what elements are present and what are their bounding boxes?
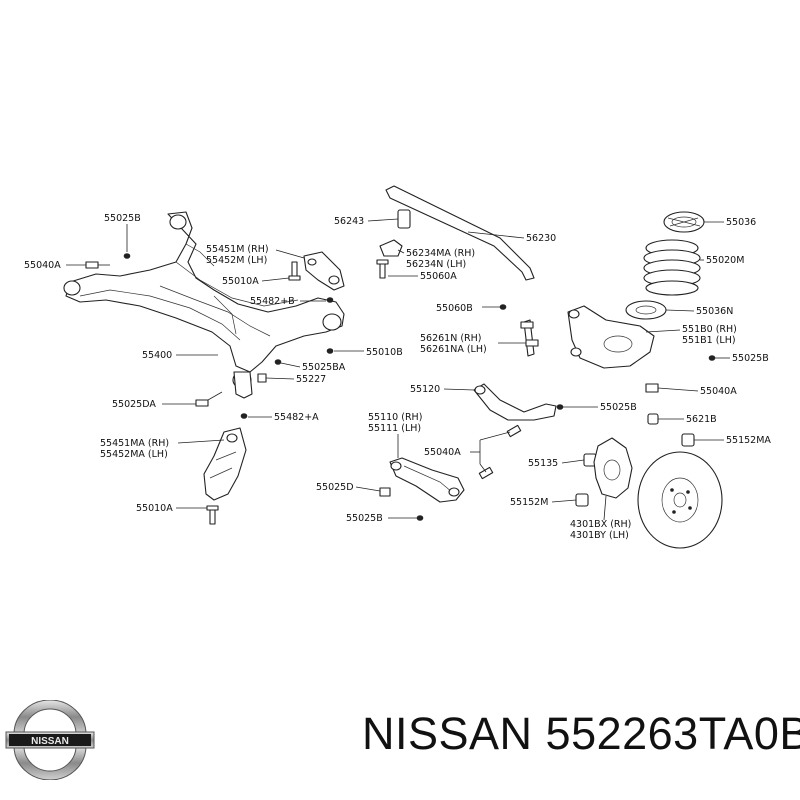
labels: 55025B 55040A 55451M (RH) 55452M (LH) 55… [24, 213, 771, 541]
part-label: 55025BA [302, 362, 346, 373]
part-label: 55135 [528, 458, 558, 469]
lower-spring-arm-551B0 [567, 305, 716, 369]
part-label: 55400 [142, 350, 172, 361]
part-label: 56261N (RH) [420, 333, 482, 344]
part-label: 56261NA (LH) [420, 344, 487, 355]
bracket-55451M [303, 251, 345, 291]
part-label: 55152MA [726, 435, 771, 446]
logo-text: NISSAN [31, 736, 69, 747]
upper-arm-55120 [473, 383, 564, 421]
part-label: 55120 [410, 384, 440, 395]
brake-rotor [637, 451, 723, 549]
part-label: 55152M [510, 497, 548, 508]
lower-arm-55110 [379, 424, 522, 521]
lower-link-55451MA [203, 427, 247, 501]
part-label: 55110 (RH) [368, 412, 422, 423]
knuckle-4301BX [593, 437, 633, 499]
part-label: 55020M [706, 255, 744, 266]
part-label: 55040A [24, 260, 61, 271]
right-bushings [575, 383, 695, 507]
part-label: 551B1 (LH) [682, 335, 736, 346]
part-label: 55040A [700, 386, 737, 397]
part-label: 4301BY (LH) [570, 530, 629, 541]
part-label: 56234N (LH) [406, 259, 466, 270]
part-label: 56243 [334, 216, 364, 227]
part-label: 55025B [732, 353, 769, 364]
stabilizer-bar [376, 185, 539, 357]
spring-assembly [625, 211, 705, 320]
part-label: 55010A [136, 503, 173, 514]
part-label: 55036N [696, 306, 733, 317]
left-fasteners [85, 253, 334, 525]
part-label: 55025B [346, 513, 383, 524]
part-label: 55451MA (RH) [100, 438, 169, 449]
part-label: 55036 [726, 217, 756, 228]
part-label: 55060B [436, 303, 473, 314]
part-label: 55451M (RH) [206, 244, 269, 255]
part-label: 55010B [366, 347, 403, 358]
part-label: 56230 [526, 233, 556, 244]
part-label: 55482+B [250, 296, 295, 307]
part-label: 55452M (LH) [206, 255, 267, 266]
part-label: 55060A [420, 271, 457, 282]
part-label: 4301BX (RH) [570, 519, 631, 530]
part-label: 55025B [600, 402, 637, 413]
part-label: 56234MA (RH) [406, 248, 475, 259]
part-label: 5621B [686, 414, 717, 425]
part-label: 55010A [222, 276, 259, 287]
part-label: 55025D [316, 482, 354, 493]
part-label: 55482+A [274, 412, 319, 423]
part-label: 55025B [104, 213, 141, 224]
part-label: 55025DA [112, 399, 156, 410]
part-number-title: NISSAN 552263TA0B [362, 708, 800, 759]
part-label: 55452MA (LH) [100, 449, 168, 460]
part-label: 55227 [296, 374, 326, 385]
rear-subframe [63, 211, 345, 399]
part-label: 55111 (LH) [368, 423, 421, 434]
nissan-logo-icon: NISSAN [5, 700, 95, 780]
part-label: 55040A [424, 447, 461, 458]
part-label: 551B0 (RH) [682, 324, 737, 335]
